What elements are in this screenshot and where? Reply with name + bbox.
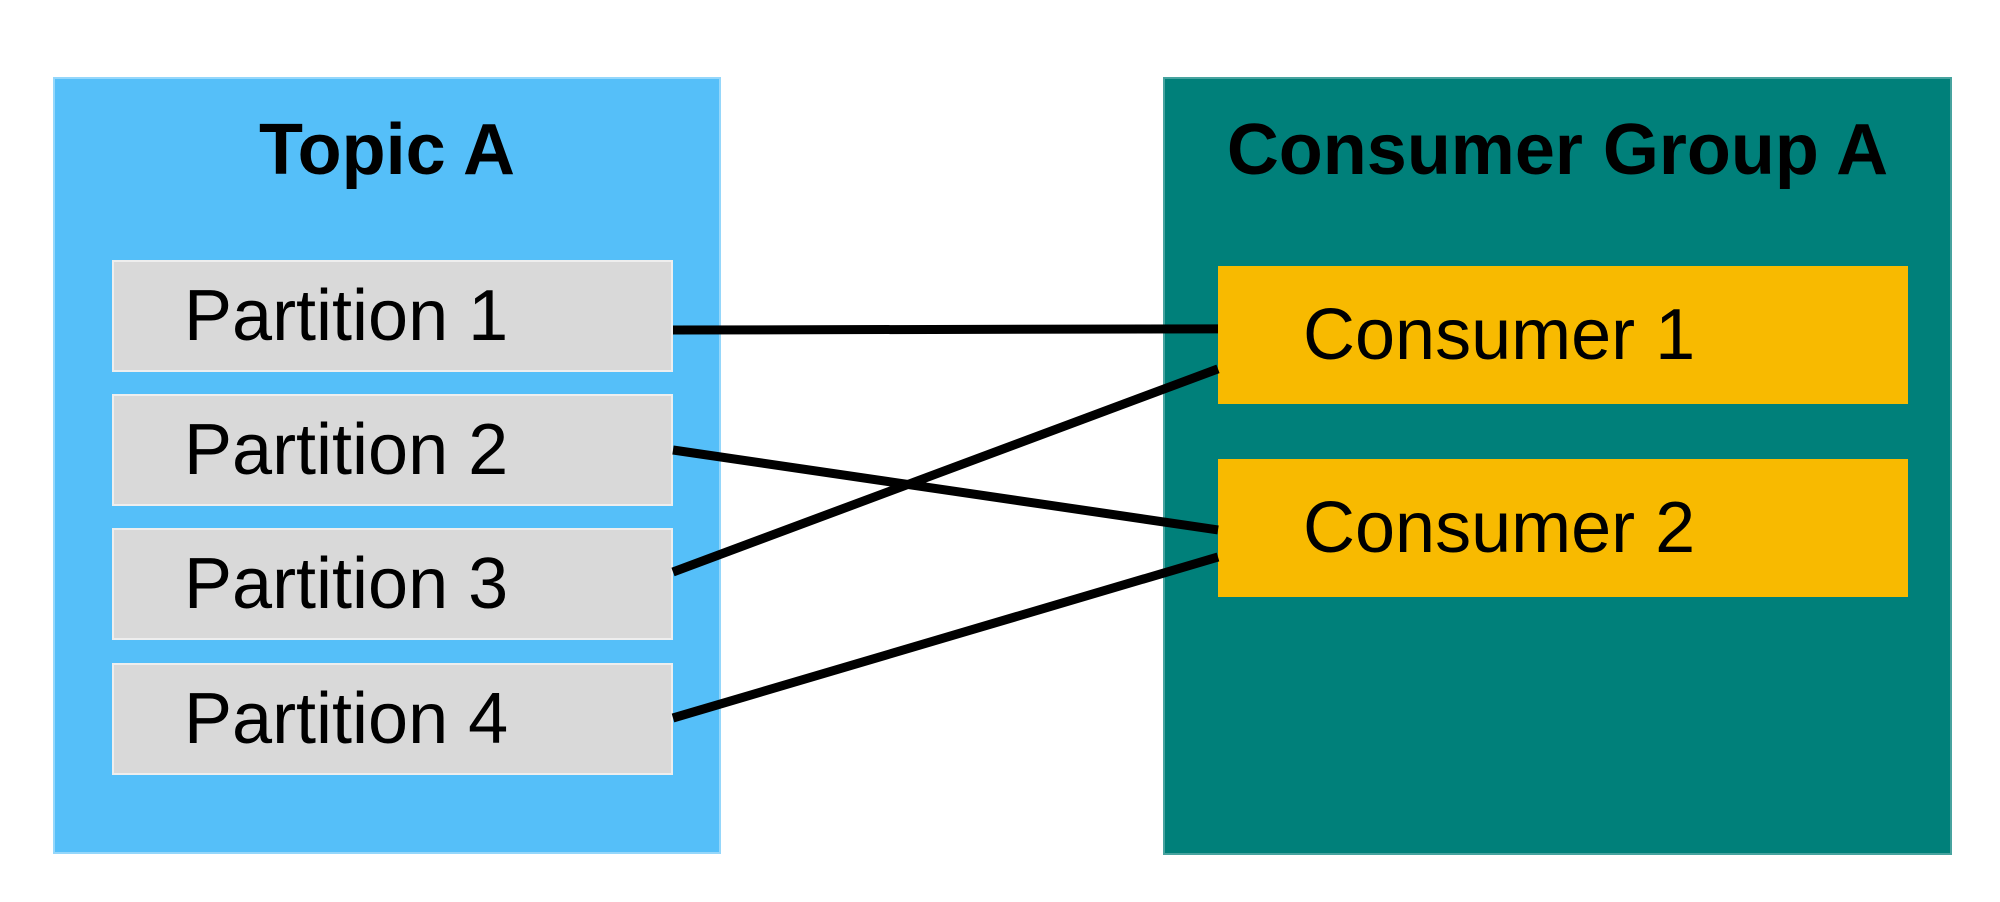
connection-line-partition-1-to-consumer-1: [672, 324, 1219, 335]
consumer-2-label: Consumer 2: [1303, 488, 1696, 568]
partition-2-label: Partition 2: [184, 410, 509, 490]
connection-line-partition-2-to-consumer-2: [672, 445, 1219, 535]
partition-3-label: Partition 3: [184, 544, 509, 624]
topic-box: Topic A Partition 1 Partition 2 Partitio…: [53, 77, 721, 854]
topic-title: Topic A: [259, 110, 515, 190]
connection-line-partition-3-to-consumer-1: [671, 364, 1220, 577]
partition-2-node: Partition 2: [112, 394, 673, 506]
consumer-group-box: Consumer Group A Consumer 1 Consumer 2: [1163, 77, 1952, 855]
partition-1-label: Partition 1: [184, 276, 509, 356]
partition-1-node: Partition 1: [112, 260, 673, 372]
connection-line-partition-4-to-consumer-2: [671, 552, 1220, 723]
consumer-2-node: Consumer 2: [1218, 459, 1908, 597]
consumer-group-title: Consumer Group A: [1226, 110, 1889, 190]
partition-4-label: Partition 4: [184, 679, 509, 759]
partition-4-node: Partition 4: [112, 663, 673, 775]
consumer-1-label: Consumer 1: [1303, 295, 1696, 375]
partition-3-node: Partition 3: [112, 528, 673, 640]
consumer-1-node: Consumer 1: [1218, 266, 1908, 404]
